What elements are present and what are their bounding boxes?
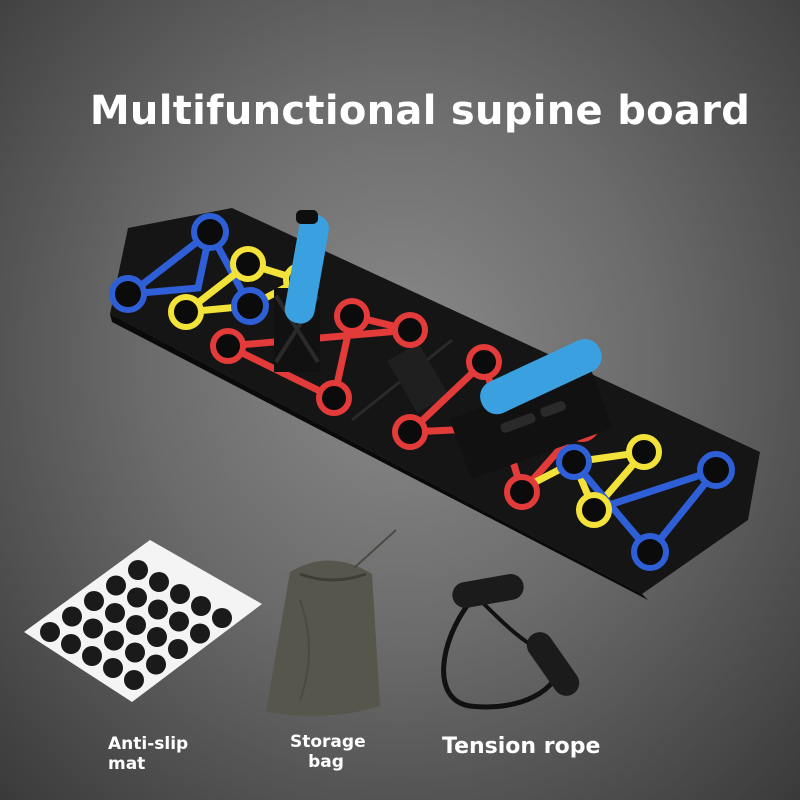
right-pushup-handle bbox=[449, 338, 613, 480]
mat-pad bbox=[147, 627, 167, 647]
mat-pad bbox=[103, 658, 123, 678]
mat-pad bbox=[169, 611, 189, 632]
caption-bag-line1: Storage bbox=[290, 732, 366, 752]
mat-pad bbox=[212, 608, 232, 628]
mat-pad bbox=[168, 639, 188, 659]
left-pushup-handle bbox=[274, 210, 329, 372]
mat-pad bbox=[191, 596, 211, 616]
mat-pad bbox=[127, 587, 147, 608]
caption-storage-bag: Storage bag bbox=[290, 732, 366, 772]
mat-pad bbox=[104, 630, 124, 651]
mat-pad bbox=[190, 623, 210, 644]
caption-bag-line2: bag bbox=[308, 752, 344, 772]
page-title: Multifunctional supine board bbox=[89, 88, 751, 134]
mat-pad bbox=[82, 646, 102, 666]
mat-pad bbox=[146, 654, 166, 675]
caption-tension-rope: Tension rope bbox=[442, 734, 601, 759]
mat-pad bbox=[128, 560, 148, 580]
mat-pad bbox=[83, 618, 103, 639]
storage-bag bbox=[266, 529, 397, 716]
mat-pad bbox=[170, 584, 190, 604]
tension-rope bbox=[441, 574, 580, 710]
anti-slip-mat bbox=[24, 540, 262, 702]
caption-anti-slip-mat: Anti-slip mat bbox=[108, 734, 188, 774]
mat-pad bbox=[106, 575, 126, 596]
mat-pad bbox=[125, 642, 145, 663]
mat-pad bbox=[126, 615, 146, 635]
mat-pad bbox=[148, 599, 168, 620]
mat-pad bbox=[105, 603, 125, 623]
mat-pad bbox=[61, 634, 81, 654]
caption-mat-line1: Anti-slip bbox=[108, 734, 189, 754]
caption-mat-line2: mat bbox=[108, 754, 146, 774]
mat-pad bbox=[124, 670, 144, 690]
mat-pad bbox=[84, 591, 104, 611]
mat-pad bbox=[62, 606, 82, 627]
mat-pad bbox=[149, 572, 169, 592]
mat-pad bbox=[40, 622, 60, 642]
board-holes bbox=[109, 213, 735, 571]
